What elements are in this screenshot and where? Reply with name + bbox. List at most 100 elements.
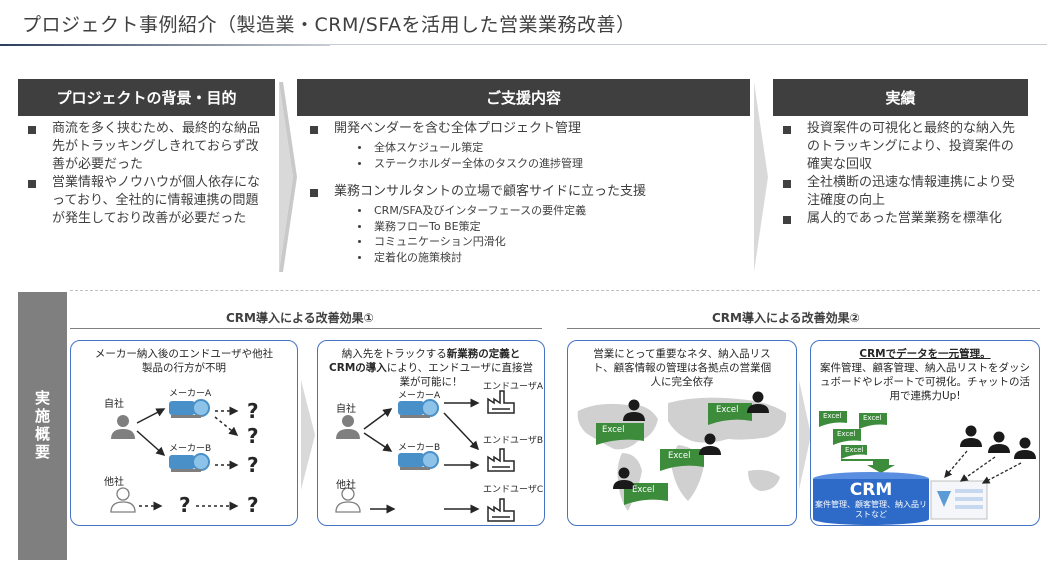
background-list: 商流を多く挟むため、最終的な納品先がトラッキングしきれておらず改善が必要だった … xyxy=(28,120,263,228)
list-item: 投資案件の可視化と最終的な納入先のトラッキングにより、投資案件の確実な回収 xyxy=(783,120,1021,174)
excel-label: Excel xyxy=(632,485,655,495)
page-title: プロジェクト事例紹介（製造業・CRM/SFAを活用した営業業務改善） xyxy=(22,14,636,36)
person-icon xyxy=(699,433,721,455)
enduser-c-label: エンドユーザC xyxy=(483,485,544,495)
person-outline-icon xyxy=(110,487,136,513)
effect1-rule xyxy=(70,328,542,329)
effect1-before-diagram xyxy=(110,399,239,513)
maker-a-label: メーカーA xyxy=(398,391,441,401)
effect1-before-text: メーカー納入後のエンドユーザや他社製品の行方が不明 xyxy=(94,348,274,374)
bullet-square-icon xyxy=(783,126,791,134)
sub-list-item: CRM/SFA及びインターフェースの要件定義 xyxy=(350,203,740,219)
own-company-label: 自社 xyxy=(104,399,124,410)
unknown-mark: ? xyxy=(179,493,191,517)
own-company-label: 自社 xyxy=(336,404,356,415)
results-list: 投資案件の可視化と最終的な納入先のトラッキングにより、投資案件の確実な回収 全社… xyxy=(783,120,1021,228)
enduser-a-label: エンドユーザA xyxy=(483,382,543,392)
excel-file-icon xyxy=(596,423,644,445)
effect2-after-text: CRMでデータを一元管理。案件管理、顧客管理、納入品リストをダッシュボードやレポ… xyxy=(820,348,1030,402)
section-divider xyxy=(70,290,1040,291)
sub-list-item: ステークホルダー全体のタスクの進捗管理 xyxy=(350,156,740,172)
excel-label: Excel xyxy=(668,451,691,461)
list-item: 業務コンサルタントの立場で顧客サイドに立った支援 CRM/SFA及びインターフェ… xyxy=(310,183,740,265)
crm-sub-label: 案件管理、顧客管理、納入品リストなど xyxy=(815,500,927,519)
person-icon xyxy=(336,415,360,439)
factory-icon xyxy=(487,390,515,414)
person-icon xyxy=(1014,437,1036,459)
unknown-mark: ? xyxy=(247,424,259,448)
excel-file-icon xyxy=(708,403,752,425)
support-header: ご支援内容 xyxy=(297,79,750,116)
excel-label: Excel xyxy=(602,425,625,435)
list-item: 開発ベンダーを含む全体プロジェクト管理 全体スケジュール策定 ステークホルダー全… xyxy=(310,120,740,171)
factory-icon xyxy=(487,498,515,522)
unknown-mark: ? xyxy=(247,399,259,423)
maker-a-label: メーカーA xyxy=(169,389,212,399)
maker-b-label: メーカーB xyxy=(398,443,441,453)
bullet-square-icon xyxy=(310,126,318,134)
implementation-side-label: 実施概要 xyxy=(18,292,67,560)
world-map-diagram xyxy=(577,391,787,511)
excel-file-icon xyxy=(819,411,887,459)
maker-b-label: メーカーB xyxy=(169,444,212,454)
chevron-right-icon xyxy=(279,82,297,272)
sub-list: CRM/SFA及びインターフェースの要件定義 業務フローTo BE策定 コミュニ… xyxy=(350,203,740,265)
excel-label: Excel xyxy=(863,414,882,422)
sub-list: 全体スケジュール策定 ステークホルダー全体のタスクの進捗管理 xyxy=(350,140,740,171)
sub-list-item: 全体スケジュール策定 xyxy=(350,140,740,156)
title-accent-bar xyxy=(0,44,330,46)
pump-icon xyxy=(169,399,210,418)
bullet-square-icon xyxy=(28,126,36,134)
excel-label: Excel xyxy=(716,405,739,415)
person-icon xyxy=(988,431,1010,453)
dashboard-screenshot-icon xyxy=(930,480,988,520)
list-item: 全社横断の迅速な情報連携により受注確度の向上 xyxy=(783,174,1021,210)
pump-icon xyxy=(169,453,210,472)
excel-file-icon xyxy=(624,483,668,505)
pump-icon xyxy=(398,451,439,470)
sub-list-item: 業務フローTo BE策定 xyxy=(350,219,740,235)
effect1-before-panel: メーカー納入後のエンドユーザや他社製品の行方が不明 xyxy=(70,340,298,526)
person-icon xyxy=(623,399,645,421)
list-item: 営業情報やノウハウが個人依存になっており、全社的に情報連携の問題が発生しており改… xyxy=(28,174,263,228)
unknown-mark: ? xyxy=(247,493,259,517)
crm-label: CRM xyxy=(849,480,893,500)
chevron-right-icon xyxy=(301,380,315,490)
factory-icon xyxy=(487,448,515,472)
bullet-square-icon xyxy=(310,189,318,197)
background-header: プロジェクトの背景・目的 xyxy=(18,79,275,116)
list-item: 商流を多く挟むため、最終的な納品先がトラッキングしきれておらず改善が必要だった xyxy=(28,120,263,174)
effect2-before-panel: 営業にとって重要なネタ、納入品リスト、顧客情報の管理は各拠点の営業個人に完全依存 xyxy=(567,340,797,526)
sub-list-item: コミュニケーション円滑化 xyxy=(350,234,740,250)
chevron-right-icon xyxy=(754,82,768,272)
person-icon xyxy=(960,425,982,447)
excel-file-icon xyxy=(660,449,704,471)
excel-label: Excel xyxy=(823,412,842,420)
bullet-square-icon xyxy=(783,180,791,188)
list-item: 属人的であった営業業務を標準化 xyxy=(783,210,1021,228)
effect1-title: CRM導入による改善効果① xyxy=(226,311,374,325)
bullet-square-icon xyxy=(783,216,791,224)
person-icon xyxy=(747,391,769,413)
enduser-b-label: エンドユーザB xyxy=(483,436,543,446)
support-list: 開発ベンダーを含む全体プロジェクト管理 全体スケジュール策定 ステークホルダー全… xyxy=(310,120,740,265)
effect2-before-text: 営業にとって重要なネタ、納入品リスト、顧客情報の管理は各拠点の営業個人に完全依存 xyxy=(592,348,772,388)
crm-diagram xyxy=(819,411,1036,520)
sub-list-item: 定着化の施策検討 xyxy=(350,250,740,266)
pump-icon xyxy=(398,399,439,418)
other-company-label: 他社 xyxy=(336,480,356,491)
effect1-after-diagram xyxy=(335,390,515,522)
excel-label: Excel xyxy=(845,446,864,454)
title-divider xyxy=(0,44,1047,45)
effect2-title: CRM導入による改善効果② xyxy=(712,311,860,325)
excel-label: Excel xyxy=(837,430,856,438)
chevron-right-icon xyxy=(799,380,811,490)
bullet-square-icon xyxy=(28,180,36,188)
effect2-rule xyxy=(567,328,1040,329)
other-company-label: 他社 xyxy=(104,477,124,488)
person-icon xyxy=(613,467,635,489)
unknown-mark: ? xyxy=(247,453,259,477)
person-icon xyxy=(111,415,135,439)
